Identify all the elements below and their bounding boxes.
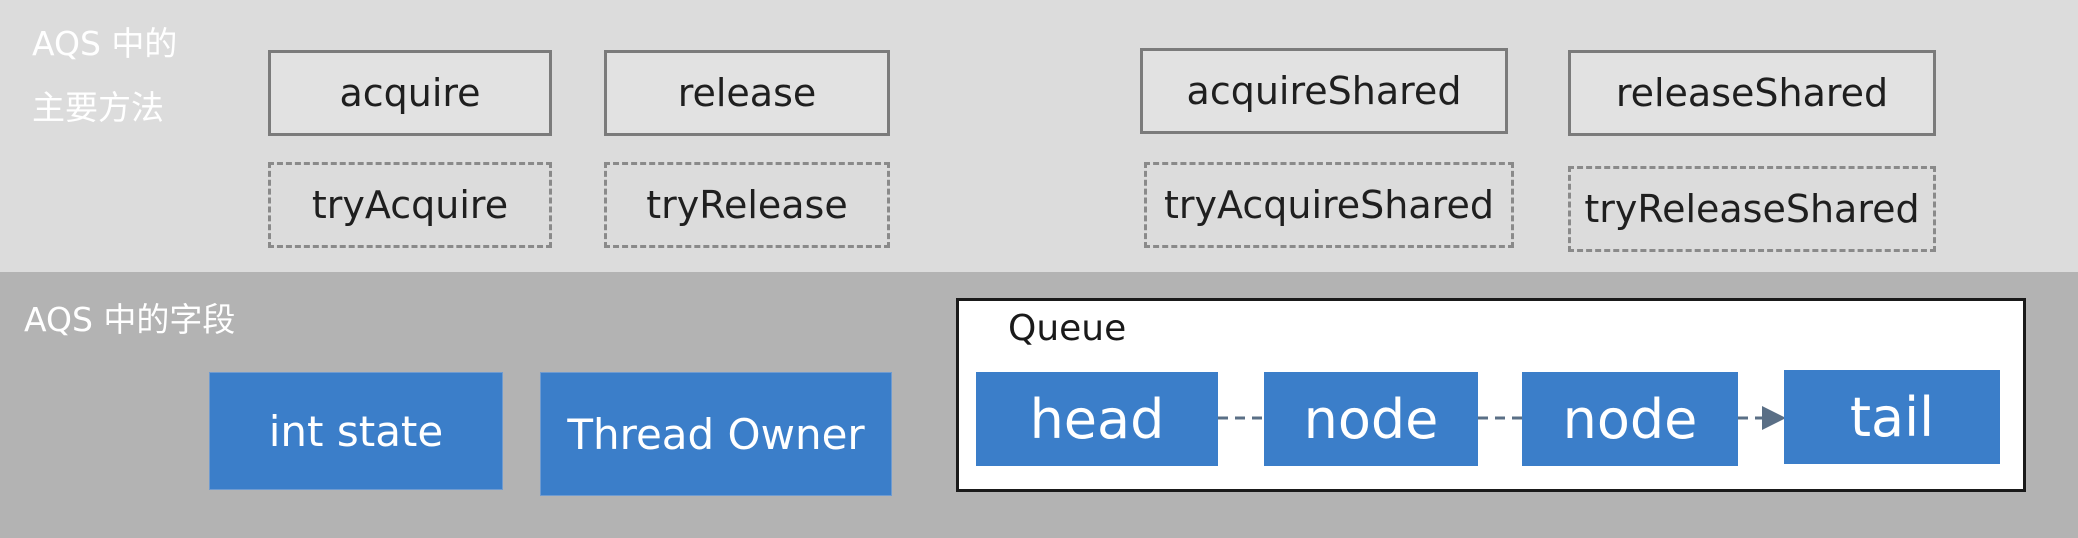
method-acquire-shared: acquireShared xyxy=(1140,48,1508,134)
method-release: release xyxy=(604,50,890,136)
field-thread-owner: Thread Owner xyxy=(540,372,892,496)
queue-title: Queue xyxy=(1008,308,1127,349)
queue-node-2: node xyxy=(1522,372,1738,466)
method-release-shared: releaseShared xyxy=(1568,50,1936,136)
method-try-release: tryRelease xyxy=(604,162,890,248)
methods-panel xyxy=(0,0,2078,272)
field-int-state: int state xyxy=(209,372,503,490)
fields-panel-label: AQS 中的字段 xyxy=(24,300,236,339)
method-acquire: acquire xyxy=(268,50,552,136)
queue-node-1: node xyxy=(1264,372,1478,466)
queue-node-tail: tail xyxy=(1784,370,2000,464)
method-try-acquire: tryAcquire xyxy=(268,162,552,248)
methods-panel-label-line1: AQS 中的 xyxy=(32,24,178,63)
methods-panel-label-line2: 主要方法 xyxy=(32,88,164,127)
queue-node-head: head xyxy=(976,372,1218,466)
method-try-release-shared: tryReleaseShared xyxy=(1568,166,1936,252)
method-try-acquire-shared: tryAcquireShared xyxy=(1144,162,1514,248)
